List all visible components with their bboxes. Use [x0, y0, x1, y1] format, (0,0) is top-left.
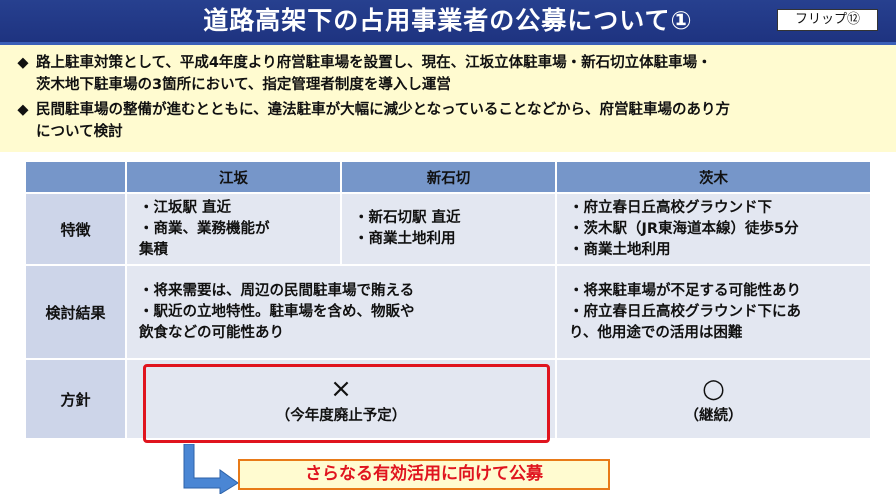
cross-icon: ×: [330, 373, 352, 404]
list-item: ・江坂駅 直近: [139, 199, 232, 216]
flip-label: フリップ⑫: [777, 9, 878, 31]
list-item: ・商業土地利用: [569, 241, 671, 258]
list-item: 飲食などの可能性あり: [139, 324, 284, 341]
callout-box: さらなる有効活用に向けて公募: [238, 459, 610, 490]
highlight-box: [143, 364, 550, 443]
intro-box: ◆ 路上駐車対策として、平成4年度より府営駐車場を設置し、現在、江坂立体駐車場・新…: [0, 45, 896, 152]
policy-ibaraki: ○ （継続）: [555, 358, 872, 440]
column-header-shinishikiri: 新石切: [340, 160, 557, 194]
intro-item-2-line-2: について検討: [36, 124, 123, 140]
list-item: ・駅近の立地特性。駐車場を含め、物販や: [139, 303, 415, 320]
features-esaka: ・江坂駅 直近 ・商業、業務機能が 集積: [125, 192, 342, 266]
row-label-review: 検討結果: [24, 264, 127, 360]
column-header-ibaraki: 茨木: [555, 160, 872, 194]
policy-note-continue: （継続）: [684, 407, 743, 424]
table-header-row: 江坂 新石切 茨木: [24, 160, 872, 194]
title-bar: 道路高架下の占用事業者の公募について① フリップ⑫: [0, 0, 896, 45]
header-blank-cell: [24, 160, 127, 194]
list-item: ・将来駐車場が不足する可能性あり: [569, 282, 801, 299]
intro-item-2: ◆ 民間駐車場の整備が進むとともに、違法駐車が大幅に減少となっていることなどから、…: [10, 100, 730, 121]
review-ibaraki: ・将来駐車場が不足する可能性あり ・府立春日丘高校グラウンド下にあ り、他用途で…: [555, 264, 872, 360]
features-ibaraki: ・府立春日丘高校グラウンド下 ・茨木駅（JR東海道本線）徒歩5分 ・商業土地利用: [555, 192, 872, 266]
circle-icon: ○: [702, 373, 725, 404]
list-item: ・商業土地利用: [354, 231, 456, 247]
list-item: ・商業、業務機能が: [139, 220, 270, 237]
page-title: 道路高架下の占用事業者の公募について①: [203, 6, 693, 35]
features-row: 特徴 ・江坂駅 直近 ・商業、業務機能が 集積 ・新石切駅 直近 ・商業土地利用…: [24, 192, 872, 266]
list-item: ・茨木駅（JR東海道本線）徒歩5分: [569, 220, 799, 237]
review-row: 検討結果 ・将来需要は、周辺の民間駐車場で賄える ・駅近の立地特性。駐車場を含め…: [24, 264, 872, 360]
column-header-esaka: 江坂: [125, 160, 342, 194]
intro-item-1-line-1: 路上駐車対策として、平成4年度より府営駐車場を設置し、現在、江坂立体駐車場・新石…: [36, 55, 712, 71]
policy-note-abolish: （今年度廃止予定）: [275, 407, 407, 424]
list-item: ・将来需要は、周辺の民間駐車場で賄える: [139, 282, 415, 299]
row-label-policy: 方針: [24, 358, 127, 440]
policy-row: 方針 × （今年度廃止予定） ○ （継続）: [24, 358, 872, 440]
row-label-features: 特徴: [24, 192, 127, 266]
intro-item-2-line-1: 民間駐車場の整備が進むとともに、違法駐車が大幅に減少となっていることなどから、府…: [36, 102, 730, 118]
list-item: ・新石切駅 直近: [354, 210, 461, 226]
intro-item-1: ◆ 路上駐車対策として、平成4年度より府営駐車場を設置し、現在、江坂立体駐車場・新…: [10, 53, 712, 74]
list-item: 集積: [139, 241, 168, 258]
list-item: ・府立春日丘高校グラウンド下にあ: [569, 303, 801, 320]
features-shinishikiri: ・新石切駅 直近 ・商業土地利用: [340, 192, 557, 266]
intro-item-1-line-2: 茨木地下駐車場の3箇所において、指定管理者制度を導入し運営: [36, 77, 451, 93]
list-item: り、他用途での活用は困難: [569, 324, 743, 341]
list-item: ・府立春日丘高校グラウンド下: [569, 199, 772, 216]
diamond-bullet-icon: ◆: [17, 102, 29, 118]
review-esaka-shinishikiri: ・将来需要は、周辺の民間駐車場で賄える ・駅近の立地特性。駐車場を含め、物販や …: [125, 264, 557, 360]
policy-esaka-shinishikiri: × （今年度廃止予定）: [125, 358, 557, 440]
diamond-bullet-icon: ◆: [17, 55, 29, 71]
arrow-right-icon: [183, 444, 239, 494]
comparison-table: 江坂 新石切 茨木 特徴 ・江坂駅 直近 ・商業、業務機能が 集積 ・新石切駅 …: [24, 160, 872, 440]
